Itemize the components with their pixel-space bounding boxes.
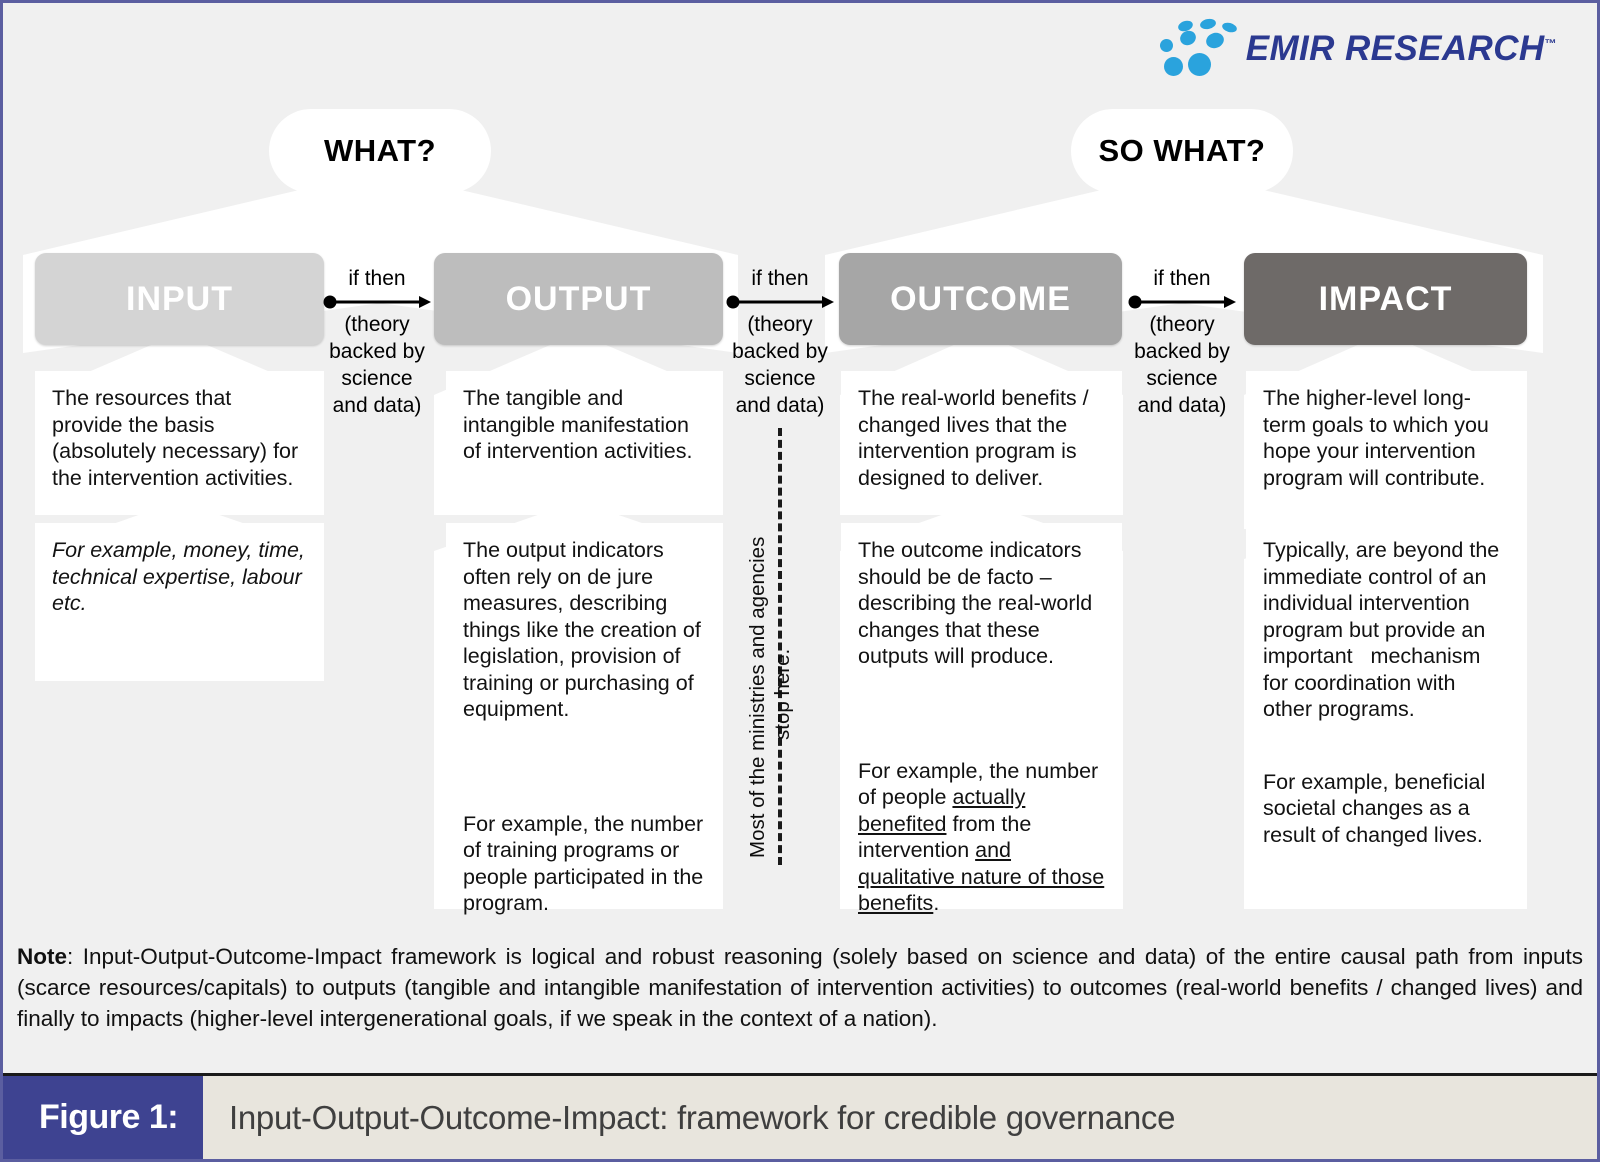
figure-caption-bar: Figure 1: Input-Output-Outcome-Impact: f… bbox=[3, 1073, 1597, 1159]
detail-card-impact: Typically, are beyond the immediate cont… bbox=[1246, 523, 1527, 903]
secondary-text-impact: Typically, are beyond the immediate cont… bbox=[1263, 538, 1506, 721]
connector-text: if then (theory backed by science and da… bbox=[728, 265, 832, 419]
note-label: Note bbox=[17, 944, 67, 969]
example-outcome-p2: from the intervention bbox=[858, 811, 1032, 863]
pill-what-label: WHAT? bbox=[323, 133, 437, 168]
stage-label-output: OUTPUT bbox=[505, 279, 652, 318]
example-outcome-u1: actually benefited bbox=[858, 785, 1026, 836]
divider-line2: stop here. bbox=[771, 648, 794, 740]
connector-text: if then (theory backed by science and da… bbox=[1130, 265, 1234, 419]
pill-so-what-label: SO WHAT? bbox=[1098, 133, 1266, 168]
pill-what: WHAT? bbox=[269, 109, 491, 193]
stage-label-impact: IMPACT bbox=[1318, 279, 1453, 318]
logo-wordmark: EMIR RESEARCH™ bbox=[1246, 31, 1557, 66]
emir-research-logo: EMIR RESEARCH™ bbox=[1157, 17, 1557, 79]
divider-label: Most of the ministries and agencies stop… bbox=[745, 438, 794, 858]
connector-outcome-impact: if then (theory backed by science and da… bbox=[1128, 265, 1236, 419]
arrow-icon bbox=[1128, 295, 1236, 309]
example-outcome-p3: . bbox=[933, 891, 940, 915]
connector-line1: if then bbox=[348, 267, 406, 290]
example-card-input: For example, money, time, technical expe… bbox=[35, 523, 324, 675]
stage-box-input: INPUT bbox=[35, 253, 324, 345]
example-text-output: For example, the number of training prog… bbox=[463, 811, 704, 916]
connector-line1: if then bbox=[751, 267, 809, 290]
example-text-impact: For example, beneficial societal changes… bbox=[1263, 769, 1486, 847]
stage-box-output: OUTPUT bbox=[434, 253, 723, 345]
detail-card-output: The output indicators often rely on de j… bbox=[446, 523, 723, 915]
connector-line1: if then bbox=[1153, 267, 1211, 290]
note-paragraph: Note: Input-Output-Outcome-Impact framew… bbox=[17, 941, 1583, 1034]
connector-rest: (theory backed by science and data) bbox=[732, 313, 828, 417]
secondary-text-output: The output indicators often rely on de j… bbox=[463, 538, 701, 721]
arrow-icon bbox=[726, 295, 834, 309]
detail-card-outcome: The outcome indicators should be de fact… bbox=[841, 523, 1122, 915]
stage-label-outcome: OUTCOME bbox=[890, 279, 1071, 318]
example-outcome-u2: and qualitative nature of those benefits bbox=[858, 838, 1105, 915]
connector-rest: (theory backed by science and data) bbox=[329, 313, 425, 417]
note-body: : Input-Output-Outcome-Impact framework … bbox=[17, 944, 1583, 1031]
connector-output-outcome: if then (theory backed by science and da… bbox=[726, 265, 834, 419]
description-card-outcome: The real-world benefits / changed lives … bbox=[841, 371, 1122, 513]
connector-rest: (theory backed by science and data) bbox=[1134, 313, 1230, 417]
description-card-output: The tangible and intangible manifestatio… bbox=[446, 371, 723, 513]
logo-trademark: ™ bbox=[1544, 35, 1557, 50]
stage-box-outcome: OUTCOME bbox=[839, 253, 1122, 345]
figure-number: Figure 1: bbox=[3, 1076, 203, 1159]
logo-wordmark-text: EMIR RESEARCH bbox=[1245, 28, 1545, 68]
connector-input-output: if then (theory backed by science and da… bbox=[323, 265, 431, 419]
description-card-input: The resources that provide the basis (ab… bbox=[35, 371, 324, 513]
stage-label-input: INPUT bbox=[126, 279, 233, 318]
logo-dots-icon bbox=[1157, 17, 1244, 77]
connector-text: if then (theory backed by science and da… bbox=[325, 265, 429, 419]
secondary-text-outcome: The outcome indicators should be de fact… bbox=[858, 538, 1093, 668]
example-text-outcome: For example, the number of people actual… bbox=[858, 758, 1105, 917]
dashed-divider bbox=[778, 428, 782, 865]
figure-title: Input-Output-Outcome-Impact: framework f… bbox=[203, 1076, 1597, 1159]
pill-so-what: SO WHAT? bbox=[1071, 109, 1293, 193]
example-outcome-p1: For example, the number of people bbox=[858, 758, 1099, 810]
divider-line1: Most of the ministries and agencies bbox=[746, 536, 769, 858]
stage-box-impact: IMPACT bbox=[1244, 253, 1527, 345]
arrow-icon bbox=[323, 295, 431, 309]
